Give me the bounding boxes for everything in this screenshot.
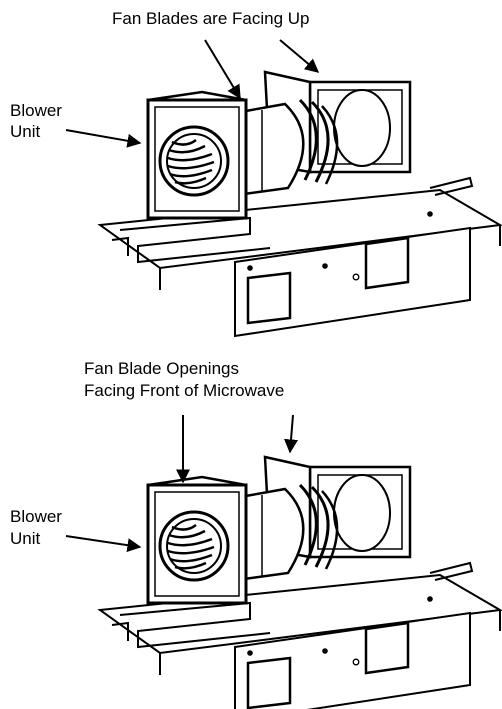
bottom-blower-illustration xyxy=(65,414,502,709)
bottom-blower-label-line1: Blower xyxy=(10,507,62,526)
top-callout-arrow-right xyxy=(279,39,320,73)
bottom-callout-arrow-right xyxy=(284,414,298,454)
bottom-callout-label-line2: Facing Front of Microwave xyxy=(84,381,285,400)
top-blower-label-line1: Blower xyxy=(10,101,62,120)
bottom-blower-label-line2: Unit xyxy=(10,529,41,548)
top-blower-label-line2: Unit xyxy=(10,122,41,141)
top-callout-arrow-left xyxy=(204,39,241,100)
top-blower-illustration xyxy=(65,39,502,338)
top-blower-arrow xyxy=(65,129,142,148)
bottom-callout-label-line1: Fan Blade Openings xyxy=(84,359,239,378)
top-callout-label: Fan Blades are Facing Up xyxy=(112,9,310,28)
bottom-blower-arrow xyxy=(65,535,142,553)
